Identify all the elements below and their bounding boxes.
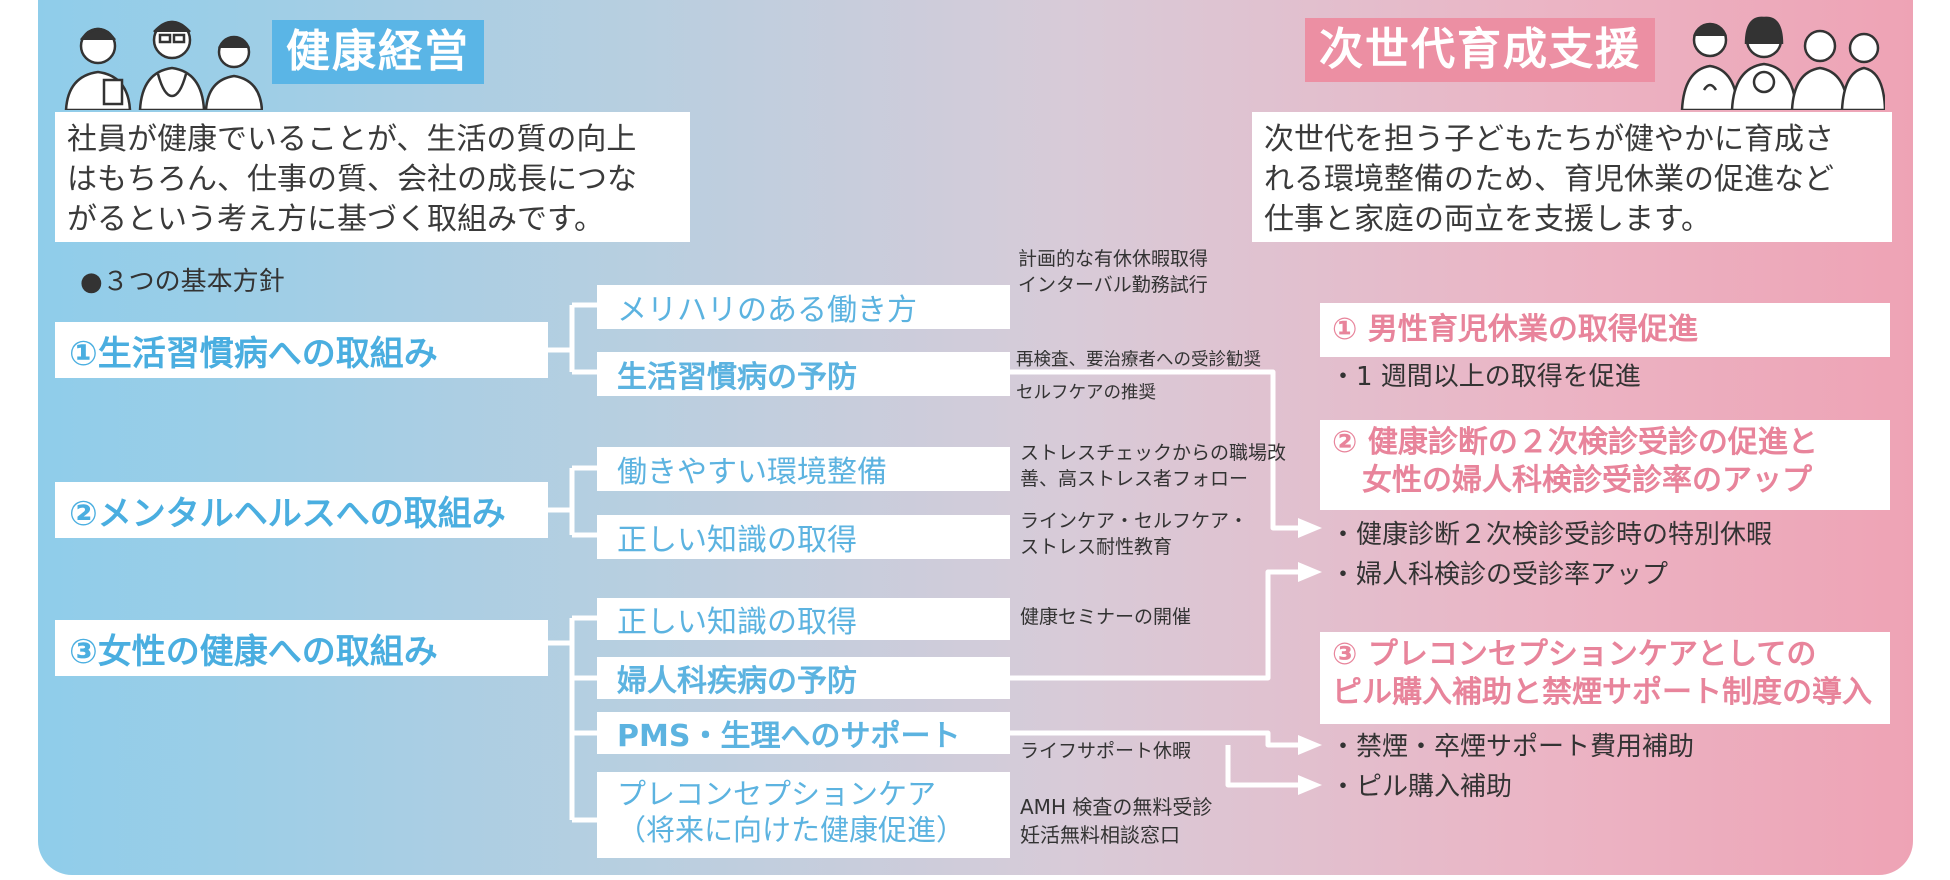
item-pms-support: PMS・生理へのサポート — [597, 712, 1010, 754]
bullet-paternity-leave: ・1 週間以上の取得を促進 — [1330, 360, 1641, 394]
healthcare-staff-icon — [58, 10, 263, 110]
note-work-style: 計画的な有休休暇取得 インターバル勤務試行 — [1018, 246, 1208, 298]
note-preconception-care: AMH 検査の無料受診 妊活無料相談窓口 — [1020, 793, 1212, 849]
item-mental-knowledge: 正しい知識の取得 — [597, 515, 1010, 559]
bullet-smoking-support: ・禁煙・卒煙サポート費用補助 — [1330, 730, 1694, 764]
section-paternity-leave: ① 男性育児休業の取得促進 — [1320, 303, 1890, 357]
left-description: 社員が健康でいることが、生活の質の向上 はもちろん、仕事の質、会社の成長につな … — [55, 112, 690, 242]
note-pms-support: ライフサポート休暇 — [1020, 738, 1191, 764]
left-title: 健康経営 — [272, 20, 484, 84]
pillar-mental-health: ②メンタルヘルスへの取組み — [55, 482, 548, 538]
item-work-style: メリハリのある働き方 — [597, 285, 1010, 329]
bullet-special-leave: ・健康診断２次検診受診時の特別休暇 — [1330, 518, 1772, 552]
note-lifestyle-prevention: 再検査、要治療者への受診勧奨 セルフケアの推奨 — [1016, 344, 1261, 410]
right-title: 次世代育成支援 — [1305, 18, 1655, 82]
policies-heading: ●３つの基本方針 — [80, 266, 285, 298]
note-womens-knowledge: 健康セミナーの開催 — [1020, 604, 1191, 630]
pillar-womens-health: ③女性の健康への取組み — [55, 620, 548, 676]
bullet-pill-subsidy: ・ピル購入補助 — [1330, 770, 1512, 804]
note-mental-knowledge: ラインケア・セルフケア・ ストレス耐性教育 — [1020, 508, 1248, 560]
section-health-checkup: ② 健康診断の２次検診受診の促進と 女性の婦人科検診受診率のアップ — [1320, 420, 1890, 510]
item-womens-knowledge: 正しい知識の取得 — [597, 598, 1010, 640]
item-lifestyle-prevention: 生活習慣病の予防 — [597, 352, 1010, 396]
family-icon — [1680, 10, 1885, 110]
section-preconception: ③ プレコンセプションケアとしての ピル購入補助と禁煙サポート制度の導入 — [1320, 632, 1890, 724]
pillar-lifestyle-disease: ①生活習慣病への取組み — [55, 322, 548, 378]
item-gynecology-prevention: 婦人科疾病の予防 — [597, 657, 1010, 699]
bullet-gynecology-rate: ・婦人科検診の受診率アップ — [1330, 558, 1668, 592]
item-preconception-care: プレコンセプションケア （将来に向けた健康促進） — [597, 772, 1010, 858]
right-description: 次世代を担う子どもたちが健やかに育成さ れる環境整備のため、育児休業の促進など … — [1252, 112, 1892, 242]
item-work-environment: 働きやすい環境整備 — [597, 447, 1010, 491]
note-work-environment: ストレスチェックからの職場改 善、高ストレス者フォロー — [1020, 440, 1286, 492]
